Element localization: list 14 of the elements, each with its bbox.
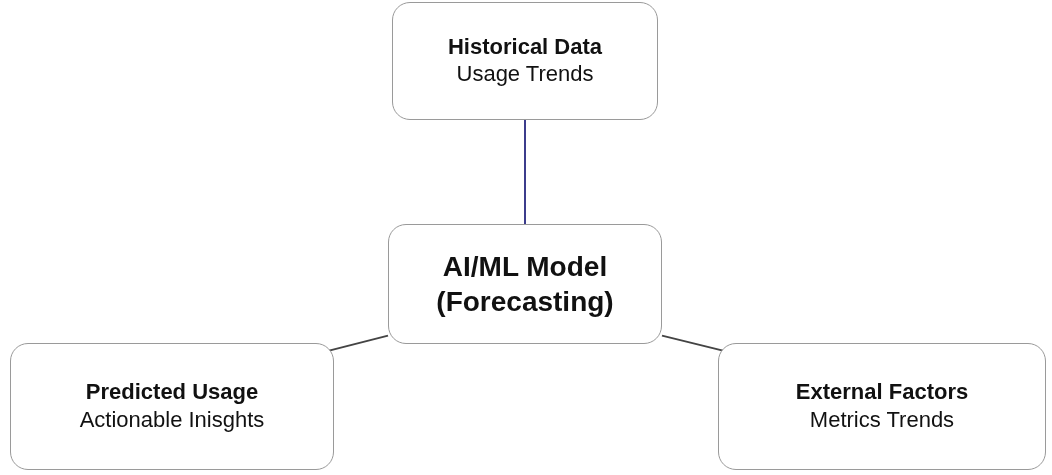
connector-line (524, 119, 526, 225)
connector-line (328, 334, 389, 352)
box-heading: Historical Data (446, 32, 604, 61)
connector-line (661, 334, 724, 352)
box-text: Metrics Trends (808, 405, 956, 434)
rounded-box (718, 343, 1046, 470)
rounded-box (392, 2, 658, 120)
box-heading: External Factors (794, 378, 970, 406)
box-heading: AI/ML Model (Forecasting) (435, 250, 615, 319)
rounded-box (388, 224, 662, 344)
box-text: Actionable Inisghts (78, 405, 266, 434)
box-heading: Predicted Usage (84, 378, 260, 406)
box-text: Usage Trends (455, 60, 595, 89)
rounded-box (10, 343, 334, 470)
